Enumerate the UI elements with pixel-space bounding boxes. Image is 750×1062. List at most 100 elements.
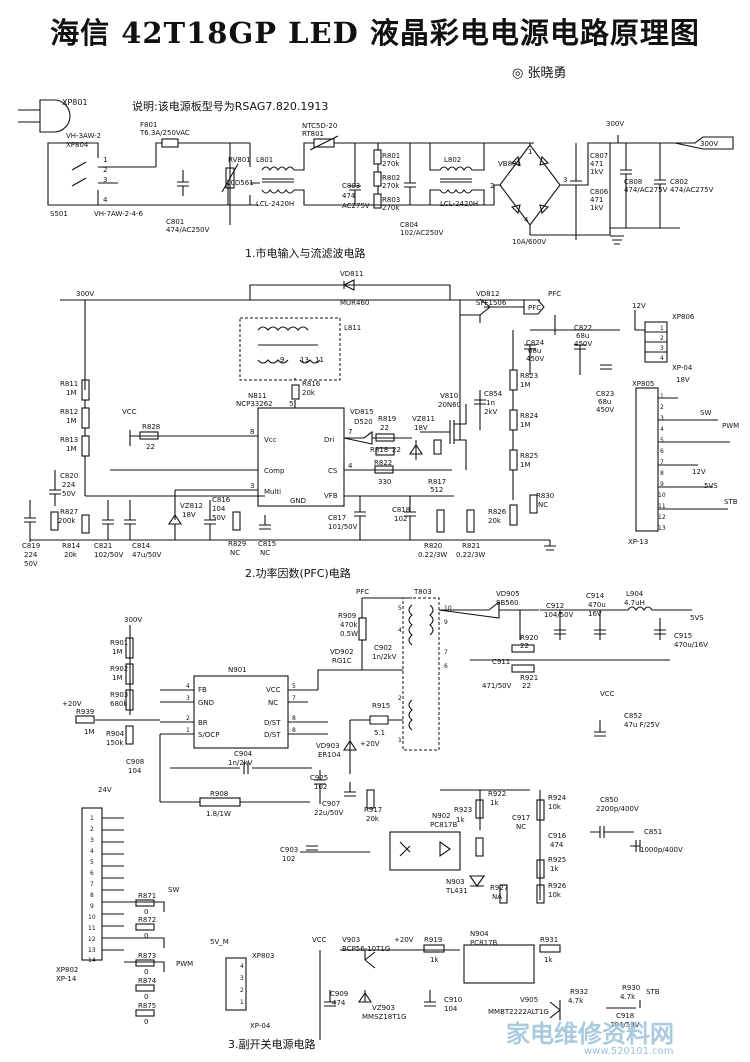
l801-right <box>294 142 484 206</box>
label-c806: C806 <box>590 188 609 196</box>
label-c806-v1: 471 <box>590 196 603 204</box>
label-c816: C816 <box>212 496 231 504</box>
label-c804: C804 <box>400 221 419 229</box>
label-vcc: VCC <box>600 690 615 698</box>
fuse-f801 <box>161 138 179 148</box>
label-xp802-pin-13: 13 <box>88 947 96 954</box>
label-c819-v2: 50V <box>24 560 38 568</box>
label-r931-val: 1k <box>544 956 553 964</box>
s3-bottom-wires <box>319 949 460 1040</box>
label-xp803-pin-2: 2 <box>240 987 244 994</box>
xp804-body <box>47 142 99 206</box>
cs-vfb-wires <box>344 469 454 497</box>
l802-wires <box>429 143 485 205</box>
label-r909: R909 <box>338 612 356 620</box>
res-r818 <box>375 447 395 456</box>
label-rv801: RV801 <box>228 156 251 164</box>
label-ipr-7: 7 <box>292 695 296 702</box>
label-r932: R932 <box>570 988 588 996</box>
label-c817-val: 101/50V <box>328 523 358 531</box>
label-vz811-val: 18V <box>414 424 428 432</box>
caption-section-3: 3.副开关电源电路 <box>228 1038 316 1051</box>
r811-chain <box>84 400 265 497</box>
cap-c816 <box>204 500 216 540</box>
label-ic-cs: CS <box>328 467 338 475</box>
res-r921 <box>511 664 535 673</box>
label-vd902: VD902 <box>330 648 354 656</box>
label-r828-val: 22 <box>146 443 155 451</box>
label-c914-v2: 16V <box>588 610 602 618</box>
label-ic-dst2: D/ST <box>264 731 281 739</box>
ground-s2 <box>544 540 556 551</box>
label-c915: C915 <box>674 632 692 640</box>
label-r814-val: 20k <box>64 551 78 559</box>
section-3-aux-smps <box>75 597 692 1040</box>
label-xp806-type: XP-04 <box>672 364 693 372</box>
label-ic-dst1: D/ST <box>264 719 281 727</box>
res-r830 <box>529 494 538 514</box>
board-note: 说明:该电源板型号为RSAG7.820.1913 <box>132 100 329 113</box>
res-r820 <box>436 509 445 533</box>
cap-c815 <box>259 515 271 530</box>
label-r830: R830 <box>536 492 554 500</box>
label-xp805: XP805 <box>632 380 654 388</box>
label-20v-b: +20V <box>360 740 380 748</box>
label-ipr-8a: 8 <box>292 715 296 722</box>
label-5vs: 5VS <box>690 614 704 622</box>
label-ic-vcc: Vcc <box>264 436 277 444</box>
output-caps <box>554 610 666 640</box>
vd812-and-out <box>460 298 545 316</box>
label-s3-stb: STB <box>646 988 660 996</box>
label-n902: N902 <box>432 812 451 820</box>
label-xp803-pin-3: 3 <box>240 975 244 982</box>
label-r820: R820 <box>424 542 442 550</box>
res-r931 <box>539 944 561 953</box>
label-c851: C851 <box>644 828 662 836</box>
label-c904-val: 1n/2kV <box>228 759 253 767</box>
label-vd812: VD812 <box>476 290 500 298</box>
res-r909 <box>358 617 367 641</box>
n902-internals <box>399 840 451 858</box>
label-vd903: VD903 <box>316 742 340 750</box>
label-r872: R872 <box>138 916 156 924</box>
label-r874-val: 0 <box>144 993 148 1001</box>
label-s3-pwm: PWM <box>176 960 193 968</box>
label-c902: C902 <box>374 644 392 652</box>
label-c823-v2: 450V <box>596 406 614 414</box>
label-v903-val: BCP56-10T1G <box>342 945 390 953</box>
label-r921-val: 22 <box>522 682 531 690</box>
label-5vs: 5VS <box>704 482 718 490</box>
inductor-l801 <box>261 166 295 194</box>
ic-n901 <box>193 675 289 749</box>
mosfet-v810 <box>420 404 467 470</box>
label-tp-4: 4 <box>398 627 402 634</box>
label-r902: R902 <box>110 665 128 673</box>
label-r924: R924 <box>548 794 567 802</box>
label-c824: C824 <box>526 339 545 347</box>
label-ic-comp: Comp <box>264 467 285 475</box>
label-pfc-flag: PFC <box>528 304 541 312</box>
label-v810-val: 20N60 <box>438 401 461 409</box>
label-c903-val: 102 <box>282 855 295 863</box>
cap-c818 <box>404 496 416 540</box>
pfc-node <box>459 300 481 440</box>
label-n901: N901 <box>228 666 247 674</box>
res-r917 <box>366 789 375 809</box>
vd815-line <box>343 430 412 445</box>
ac-plug-symbol <box>39 99 71 133</box>
label-xp806-pin-1: 1 <box>660 325 664 332</box>
label-c807: C807 <box>590 152 608 160</box>
label-r926-val: 10k <box>548 891 562 899</box>
pfc-caps <box>524 344 612 370</box>
label-r822: R822 <box>374 459 392 467</box>
ground-s1 <box>610 235 624 245</box>
label-n903: N903 <box>446 878 465 886</box>
label-b3: 3 <box>563 176 567 184</box>
label-tp-9: 9 <box>444 619 448 626</box>
label-r825-val: 1M <box>520 461 531 469</box>
label-f801-val: T6.3A/250VAC <box>139 129 190 137</box>
label-r818-val: 22 <box>392 446 401 454</box>
label-c814-val: 47u/50V <box>132 551 162 559</box>
res-r812 <box>81 407 90 429</box>
